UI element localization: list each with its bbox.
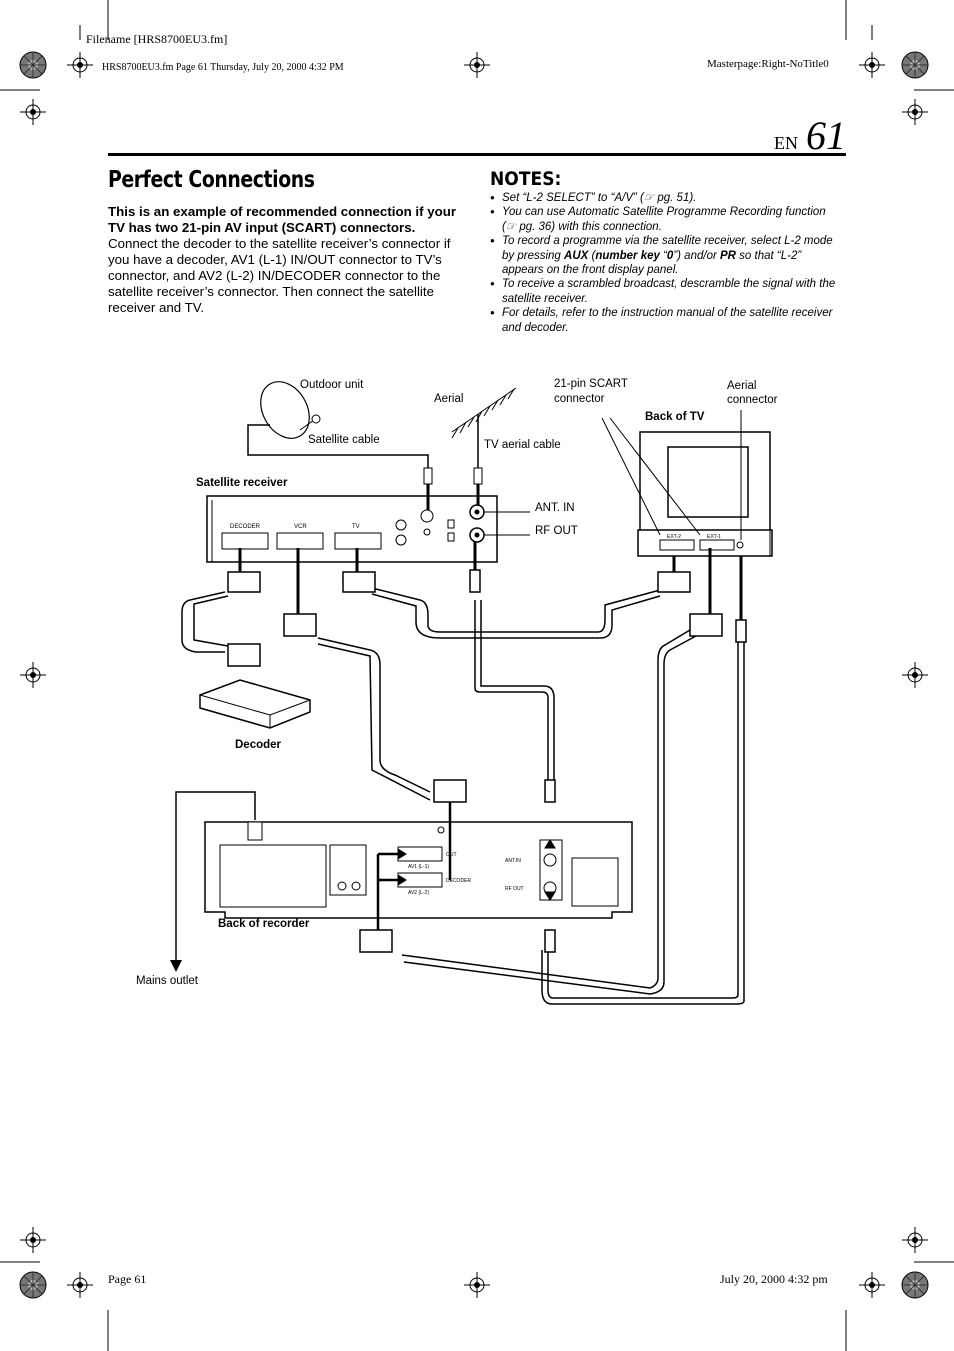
- pr-key: PR: [720, 249, 736, 262]
- intro-paragraph: This is an example of recommended connec…: [108, 204, 468, 316]
- header-rule: [108, 153, 846, 156]
- tv-ext2-port: EXT-2: [667, 534, 681, 540]
- satellite-dish-icon: [247, 381, 429, 470]
- number-key: number key: [595, 249, 660, 262]
- notes-list: Set “L-2 SELECT” to “A/V” (☞ pg. 51). Yo…: [490, 191, 840, 335]
- scart-label-2: connector: [554, 393, 605, 405]
- receiver-tv-port: TV: [352, 524, 360, 530]
- aerial-antenna-icon: [451, 387, 517, 470]
- ant-in-label: ANT. IN: [535, 502, 575, 514]
- masterpage-label: Masterpage:Right-NoTitle0: [707, 58, 829, 70]
- decoder-label: Decoder: [235, 739, 282, 751]
- note-2: You can use Automatic Satellite Programm…: [490, 205, 840, 234]
- tv-aerial-cable-label: TV aerial cable: [484, 439, 561, 451]
- receiver-vcr-port: VCR: [294, 524, 307, 530]
- aerial-label: Aerial: [434, 393, 464, 405]
- recorder-out-port: OUT: [446, 852, 457, 858]
- mains-outlet-label: Mains outlet: [136, 975, 199, 987]
- tv-ext1-port: EXT-1: [707, 534, 721, 540]
- aux-key: AUX: [564, 249, 589, 262]
- page-lang: EN: [774, 133, 798, 153]
- recorder-rfout-port: RF OUT: [505, 886, 524, 892]
- decoder-box: [199, 679, 311, 729]
- filename-label: Filename [HRS8700EU3.fm]: [86, 32, 228, 46]
- recorder-ant-port: ANT.IN: [505, 858, 521, 864]
- file-info: HRS8700EU3.fm Page 61 Thursday, July 20,…: [102, 62, 344, 73]
- notes-title: NOTES:: [490, 168, 562, 190]
- tv-back: [637, 431, 773, 557]
- recorder-av1-port: AV1 (L-1): [408, 864, 429, 870]
- rf-out-label: RF OUT: [535, 525, 578, 537]
- intro-bold: This is an example of recommended connec…: [108, 204, 457, 235]
- satellite-receiver-label: Satellite receiver: [196, 477, 288, 489]
- zero-key: 0: [666, 249, 674, 262]
- satellite-cable-label: Satellite cable: [308, 434, 380, 446]
- recorder-av2-port: AV2 (L-2): [408, 890, 429, 896]
- page-title: Perfect Connections: [108, 167, 315, 193]
- note-3: To record a programme via the satellite …: [490, 234, 840, 277]
- note-4: To receive a scrambled broadcast, descra…: [490, 277, 840, 306]
- footer-date: July 20, 2000 4:32 pm: [720, 1272, 828, 1286]
- recorder-back: [204, 821, 633, 919]
- note-5: For details, refer to the instruction ma…: [490, 306, 840, 335]
- note-1: Set “L-2 SELECT” to “A/V” (☞ pg. 51).: [490, 191, 840, 206]
- intro-text: Connect the decoder to the satellite rec…: [108, 236, 451, 315]
- aerial-connector-label-1: Aerial: [727, 380, 757, 392]
- satellite-receiver: [206, 495, 530, 563]
- scart-label-1: 21-pin SCART: [554, 378, 628, 390]
- aerial-connector-label-2: connector: [727, 394, 778, 406]
- outdoor-unit-label: Outdoor unit: [300, 379, 364, 391]
- receiver-decoder-port: DECODER: [230, 524, 261, 530]
- back-of-recorder-label: Back of recorder: [218, 918, 310, 930]
- page-number: 61: [806, 113, 846, 158]
- footer-page: Page 61: [108, 1272, 147, 1286]
- recorder-decoder-port: DECODER: [446, 878, 471, 884]
- back-of-tv-label: Back of TV: [645, 411, 705, 423]
